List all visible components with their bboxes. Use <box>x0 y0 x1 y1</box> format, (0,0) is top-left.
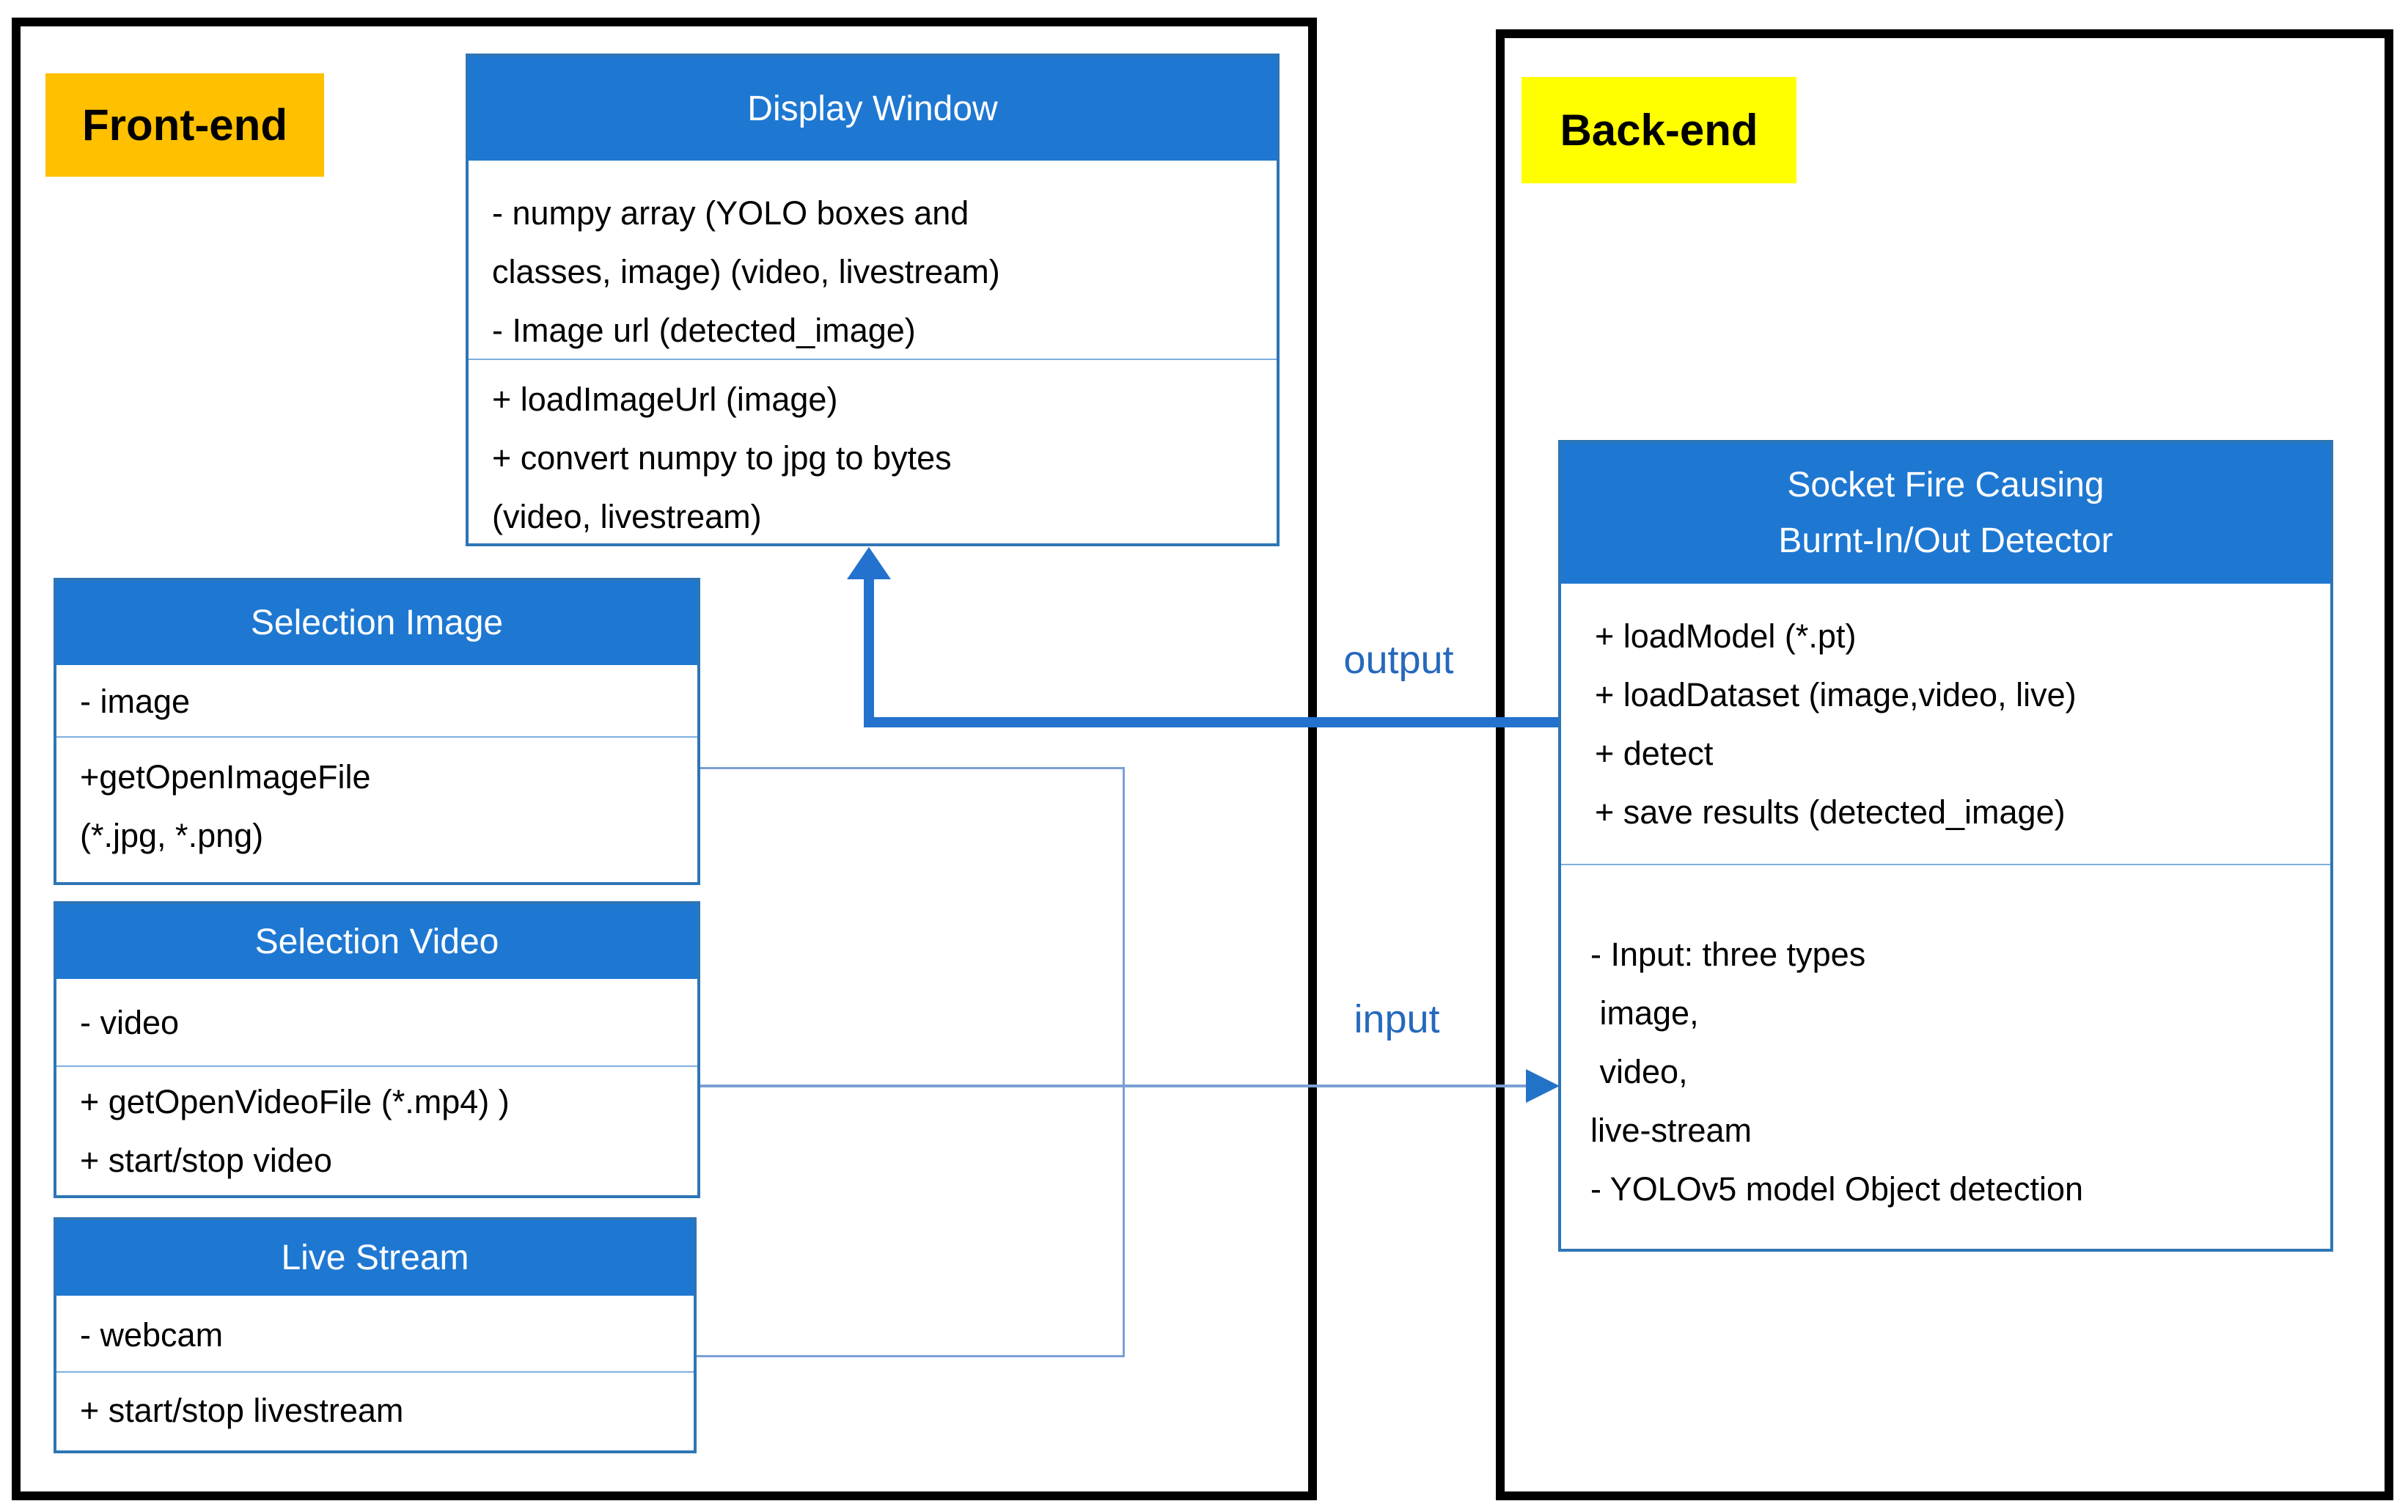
note-line: - Input: three types <box>1590 936 1866 973</box>
input-arrow-line <box>700 1085 1529 1087</box>
selection-image-attributes: - image <box>56 668 697 736</box>
frontend-label-text: Front-end <box>82 100 287 150</box>
output-arrow-vertical <box>864 576 874 723</box>
method-line: + loadDataset (image,video, live) <box>1595 676 2077 713</box>
output-arrow-horizontal <box>864 717 1558 727</box>
selection-video-box: Selection Video - video + getOpenVideoFi… <box>54 901 700 1198</box>
detector-title-line1: Socket Fire Causing <box>1787 466 2104 504</box>
backend-label: Back-end <box>1521 77 1796 183</box>
input-label-text: input <box>1354 997 1440 1041</box>
method-line: + getOpenVideoFile (*.mp4) ) <box>80 1083 510 1120</box>
selection-video-attributes: - video <box>56 982 697 1065</box>
method-line: + start/stop livestream <box>80 1392 404 1429</box>
backend-label-text: Back-end <box>1560 106 1758 155</box>
output-label-text: output <box>1343 638 1454 682</box>
input-label: input <box>1324 986 1470 1052</box>
live-stream-methods: + start/stop livestream <box>56 1371 694 1450</box>
method-line: + convert numpy to jpg to bytes <box>492 439 952 477</box>
method-line: (*.jpg, *.png) <box>80 817 264 854</box>
detector-methods: + loadModel (*.pt) + loadDataset (image,… <box>1561 587 2330 864</box>
output-label: output <box>1320 627 1478 693</box>
detector-title-line2: Burnt-In/Out Detector <box>1778 521 2113 560</box>
live-stream-attributes: - webcam <box>56 1299 694 1371</box>
selection-image-title: Selection Image <box>250 603 504 642</box>
live-stream-box: Live Stream - webcam + start/stop livest… <box>54 1217 697 1453</box>
selection-video-methods: + getOpenVideoFile (*.mp4) ) + start/sto… <box>56 1065 697 1195</box>
attribute-line: - video <box>80 1004 180 1041</box>
attribute-line: - image <box>80 683 191 720</box>
detector-box: Socket Fire Causing Burnt-In/Out Detecto… <box>1558 440 2333 1252</box>
method-line: + start/stop video <box>80 1142 332 1179</box>
connector-live-stream-line <box>697 1355 1125 1357</box>
selection-image-header: Selection Image <box>56 581 697 668</box>
display-window-methods: + loadImageUrl (image) + convert numpy t… <box>469 359 1277 543</box>
method-line: +getOpenImageFile <box>80 758 371 796</box>
method-line: + save results (detected_image) <box>1595 793 2066 831</box>
display-window-title: Display Window <box>747 89 998 128</box>
method-line: + loadModel (*.pt) <box>1595 617 1857 655</box>
detector-header: Socket Fire Causing Burnt-In/Out Detecto… <box>1561 443 2330 587</box>
attribute-line: - Image url (detected_image) <box>492 312 916 349</box>
selection-video-header: Selection Video <box>56 904 697 982</box>
selection-video-title: Selection Video <box>254 922 499 961</box>
connector-selection-image-line <box>700 767 1125 769</box>
selection-image-methods: +getOpenImageFile (*.jpg, *.png) <box>56 736 697 882</box>
display-window-box: Display Window - numpy array (YOLO boxes… <box>466 54 1280 546</box>
attribute-line: - webcam <box>80 1316 224 1354</box>
display-window-header: Display Window <box>469 56 1277 164</box>
method-line: + detect <box>1595 735 1714 772</box>
display-window-attributes: - numpy array (YOLO boxes and classes, i… <box>469 164 1277 359</box>
method-line: (video, livestream) <box>492 498 762 535</box>
attribute-line: classes, image) (video, livestream) <box>492 253 1000 290</box>
note-line: live-stream <box>1590 1112 1752 1149</box>
live-stream-title: Live Stream <box>281 1238 469 1277</box>
detector-notes: - Input: three types image, video, live-… <box>1561 864 2330 1246</box>
frontend-label: Front-end <box>45 73 324 177</box>
method-line: + loadImageUrl (image) <box>492 381 838 418</box>
attribute-line: - numpy array (YOLO boxes and <box>492 194 969 232</box>
output-arrowhead-icon <box>847 547 891 579</box>
note-line: - YOLOv5 model Object detection <box>1590 1170 2084 1208</box>
live-stream-header: Live Stream <box>56 1220 694 1299</box>
note-line: video, <box>1590 1053 1688 1090</box>
note-line: image, <box>1590 994 1699 1032</box>
input-arrowhead-icon <box>1526 1069 1560 1103</box>
selection-image-box: Selection Image - image +getOpenImageFil… <box>54 578 700 885</box>
connector-vertical-line <box>1123 767 1125 1357</box>
